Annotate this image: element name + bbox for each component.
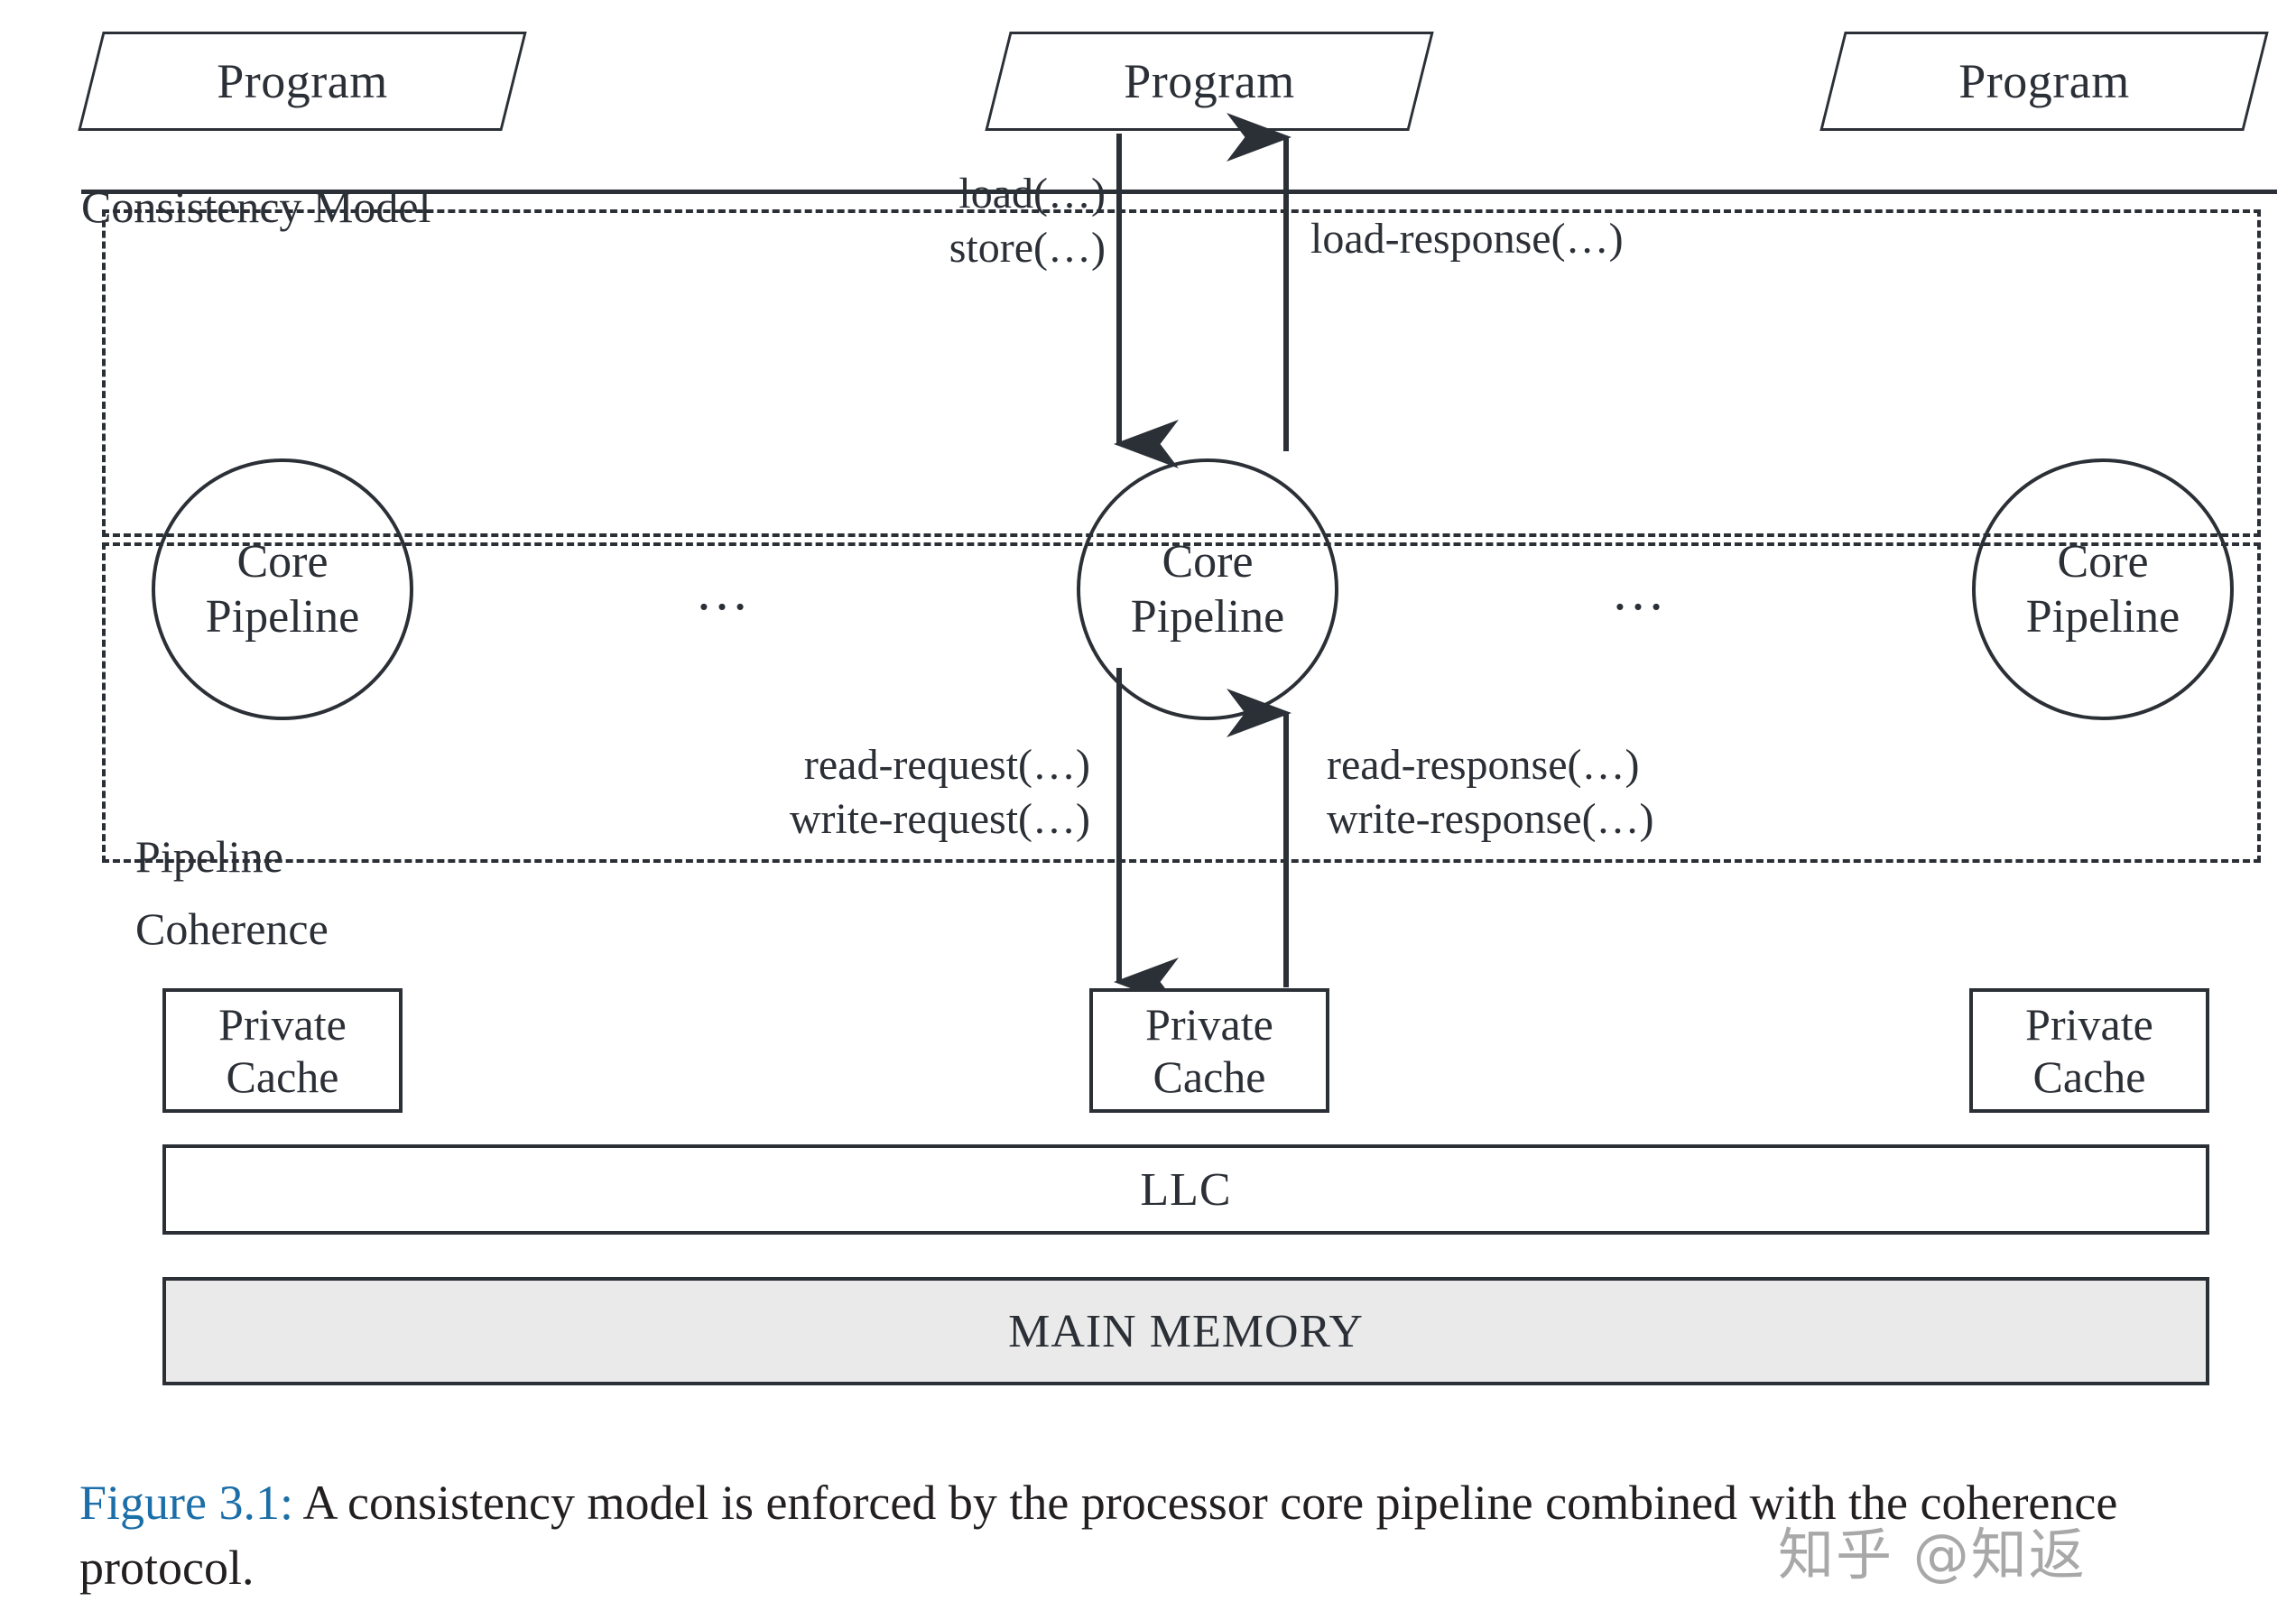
coherence-label: Coherence — [135, 903, 329, 954]
llc-label: LLC — [1140, 1163, 1232, 1216]
caption-text: A consistency model is enforced by the p… — [79, 1476, 2118, 1595]
private-cache-middle: Private Cache — [1089, 988, 1329, 1113]
consistency-model-divider — [81, 190, 2277, 194]
private-cache-left-line2: Cache — [226, 1051, 339, 1102]
core-pipeline-middle-line2: Pipeline — [1130, 591, 1285, 643]
read-request-message: read-request(…) — [803, 741, 1090, 789]
core-pipeline-middle-line1: Core — [1162, 535, 1254, 588]
core-pipeline-right-line2: Pipeline — [2025, 591, 2180, 643]
read-response-message: read-response(…) — [1327, 741, 1640, 789]
program-label-middle: Program — [1124, 54, 1295, 108]
watermark: 知乎 @知返 — [1778, 1522, 2087, 1588]
store-message: store(…) — [949, 224, 1106, 273]
core-pipeline-right-line1: Core — [2057, 535, 2149, 588]
llc-box: LLC — [162, 1144, 2209, 1235]
core-pipeline-left-line1: Core — [236, 535, 329, 588]
program-label-left: Program — [217, 54, 388, 108]
private-cache-right-line1: Private — [2025, 999, 2153, 1050]
load-message: load(…) — [958, 170, 1106, 218]
request-message-group: read-request(…) write-request(…) — [720, 738, 1090, 847]
private-cache-middle-line1: Private — [1145, 999, 1273, 1050]
figure-caption: Figure 3.1: A consistency model is enfor… — [79, 1471, 2264, 1601]
load-response-message: load-response(…) — [1310, 215, 1624, 263]
core-pipeline-right: Core Pipeline — [1972, 458, 2234, 720]
private-cache-middle-line2: Cache — [1153, 1051, 1266, 1102]
main-memory-label: MAIN MEMORY — [1008, 1305, 1364, 1357]
private-cache-right-line2: Cache — [2032, 1051, 2146, 1102]
ellipsis-left: … — [695, 561, 758, 621]
response-message-group: read-response(…) write-response(…) — [1327, 738, 1654, 847]
caption-figure-label: Figure 3.1: — [79, 1476, 293, 1530]
private-cache-right: Private Cache — [1969, 988, 2209, 1113]
program-label-right: Program — [1958, 54, 2130, 108]
ellipsis-right: … — [1611, 561, 1674, 621]
write-request-message: write-request(…) — [789, 795, 1090, 844]
load-store-message-group: load(…) store(…) — [907, 167, 1106, 276]
private-cache-left: Private Cache — [162, 988, 403, 1113]
private-cache-left-line1: Private — [218, 999, 347, 1050]
pipeline-label: Pipeline — [135, 831, 283, 882]
write-response-message: write-response(…) — [1327, 795, 1654, 844]
core-pipeline-left: Core Pipeline — [152, 458, 413, 720]
core-pipeline-middle: Core Pipeline — [1077, 458, 1338, 720]
main-memory-box: MAIN MEMORY — [162, 1277, 2209, 1385]
core-pipeline-left-line2: Pipeline — [205, 591, 360, 643]
